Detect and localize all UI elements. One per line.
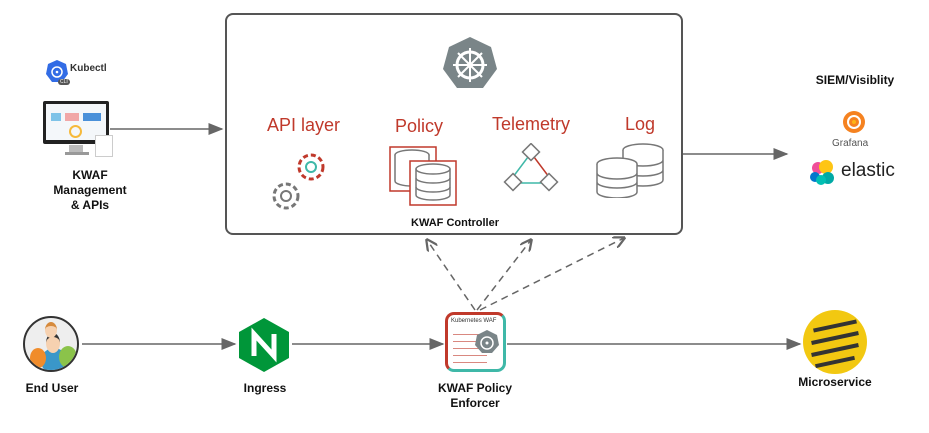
kubectl-logo: Kubectl CLI [45,59,125,89]
ingress-label: Ingress [243,381,287,395]
component-label-telemetry: Telemetry [492,114,571,134]
enforcer-label: KWAF Policy Enforcer [420,381,530,411]
kubernetes-icon [46,60,68,82]
network-cubes-icon [503,143,559,192]
kubectl-label: Kubectl [70,63,107,74]
management-label-line3: & APIs [70,198,110,212]
database-icon [596,143,664,198]
component-label-log: Log [625,114,656,134]
management-label-line1: KWAF [72,168,108,182]
management-dashboard-icon [43,101,113,159]
end-user-label: End User [25,381,79,395]
enforcer-label-line1: KWAF Policy [437,381,512,395]
kubernetes-waf-badge: Kubernetes WAF [451,318,497,324]
elastic-label: elastic [841,160,895,181]
cli-badge: CLI [58,79,70,85]
kubernetes-icon [475,330,499,353]
microservice-icon [803,310,867,374]
component-label-policy: Policy [395,116,444,136]
end-user-icon [23,316,79,372]
enforcer-label-line2: Enforcer [450,396,500,410]
gears-icon [272,153,325,210]
elastic-logo-icon [810,160,834,185]
management-label: KWAF Management & APIs [40,168,140,213]
microservice-label: Microservice [798,375,872,389]
controller-label: KWAF Controller [411,217,499,229]
nginx-icon [239,318,289,372]
database-stack-icon [389,146,457,206]
dashed-arrow-log [479,238,624,311]
dashed-arrow-api [427,240,476,311]
kwaf-controller-box [225,13,683,235]
grafana-icon [843,111,865,133]
component-label-api-layer: API layer [267,115,341,135]
management-label-line2: Management [53,183,127,197]
siem-title: SIEM/Visiblity [815,73,895,87]
kubernetes-helm-icon [443,37,497,88]
grafana-label: Grafana [832,138,869,149]
dashed-arrow-telemetry [476,240,531,311]
kubernetes-waf-icon: Kubernetes WAF [445,312,506,372]
